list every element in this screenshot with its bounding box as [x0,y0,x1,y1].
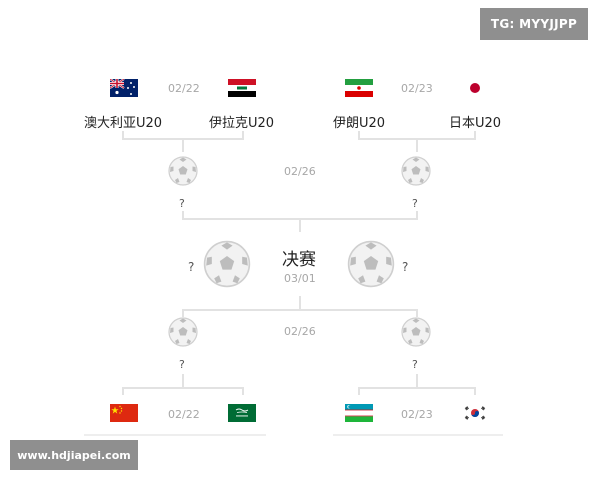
iran-flag-icon [345,79,373,97]
watermark-tg: TG: MYYJJPP [480,8,588,40]
soccer-ball-icon [401,156,431,190]
bracket-line [182,374,184,388]
bracket-line [182,309,418,311]
match-date-top-left: 02/22 [168,82,200,95]
match-date-bottom-left: 02/22 [168,408,200,421]
final-team-left: ? [188,260,195,274]
uzbekistan-flag-icon [345,404,373,422]
bracket-line [474,387,476,395]
team-australia-u20: 澳大利亚U20 [84,116,163,131]
final-soccer-ball-icon [203,240,251,292]
bracket-line [182,211,184,219]
bracket-line [416,309,418,317]
semi-date-top: 02/26 [284,165,316,178]
final-team-right: ? [402,260,409,274]
final-soccer-ball-icon [347,240,395,292]
bracket-line [474,131,476,139]
team-japan-u20: 日本U20 [449,116,502,131]
semi-team-bottom-right: ? [412,358,418,371]
soccer-ball-icon [401,317,431,351]
bracket-line [84,434,266,436]
team-iran-u20: 伊朗U20 [333,116,386,131]
semi-date-bottom: 02/26 [284,325,316,338]
watermark-site: www.hdjiapei.com [10,440,138,470]
bracket-line [242,131,244,139]
semi-team-top-left: ? [179,197,185,210]
bracket-line [333,434,503,436]
bracket-line [358,131,360,139]
soccer-ball-icon [168,156,198,190]
bracket-line [122,387,244,389]
final-date: 03/01 [284,272,316,285]
match-date-top-right: 02/23 [401,82,433,95]
bracket-line [358,387,360,395]
south-korea-flag-icon [461,404,489,422]
bracket-line [122,131,124,139]
bracket-line [122,387,124,395]
soccer-ball-icon [168,317,198,351]
semi-team-top-right: ? [412,197,418,210]
bracket-line [416,374,418,388]
bracket-line [416,211,418,219]
semi-team-bottom-left: ? [179,358,185,371]
saudi-arabia-flag-icon [228,404,256,422]
bracket-line [416,138,418,152]
iraq-flag-icon [228,79,256,97]
china-flag-icon [110,404,138,422]
japan-flag-icon [461,79,489,97]
bracket-line [358,387,476,389]
team-iraq-u20: 伊拉克U20 [209,116,275,131]
bracket-line [299,296,301,310]
final-title: 决赛 [282,250,316,270]
bracket-line [182,138,184,152]
bracket-line [182,309,184,317]
match-date-bottom-right: 02/23 [401,408,433,421]
australia-flag-icon [110,79,138,97]
bracket-line [299,218,301,232]
bracket-line [242,387,244,395]
